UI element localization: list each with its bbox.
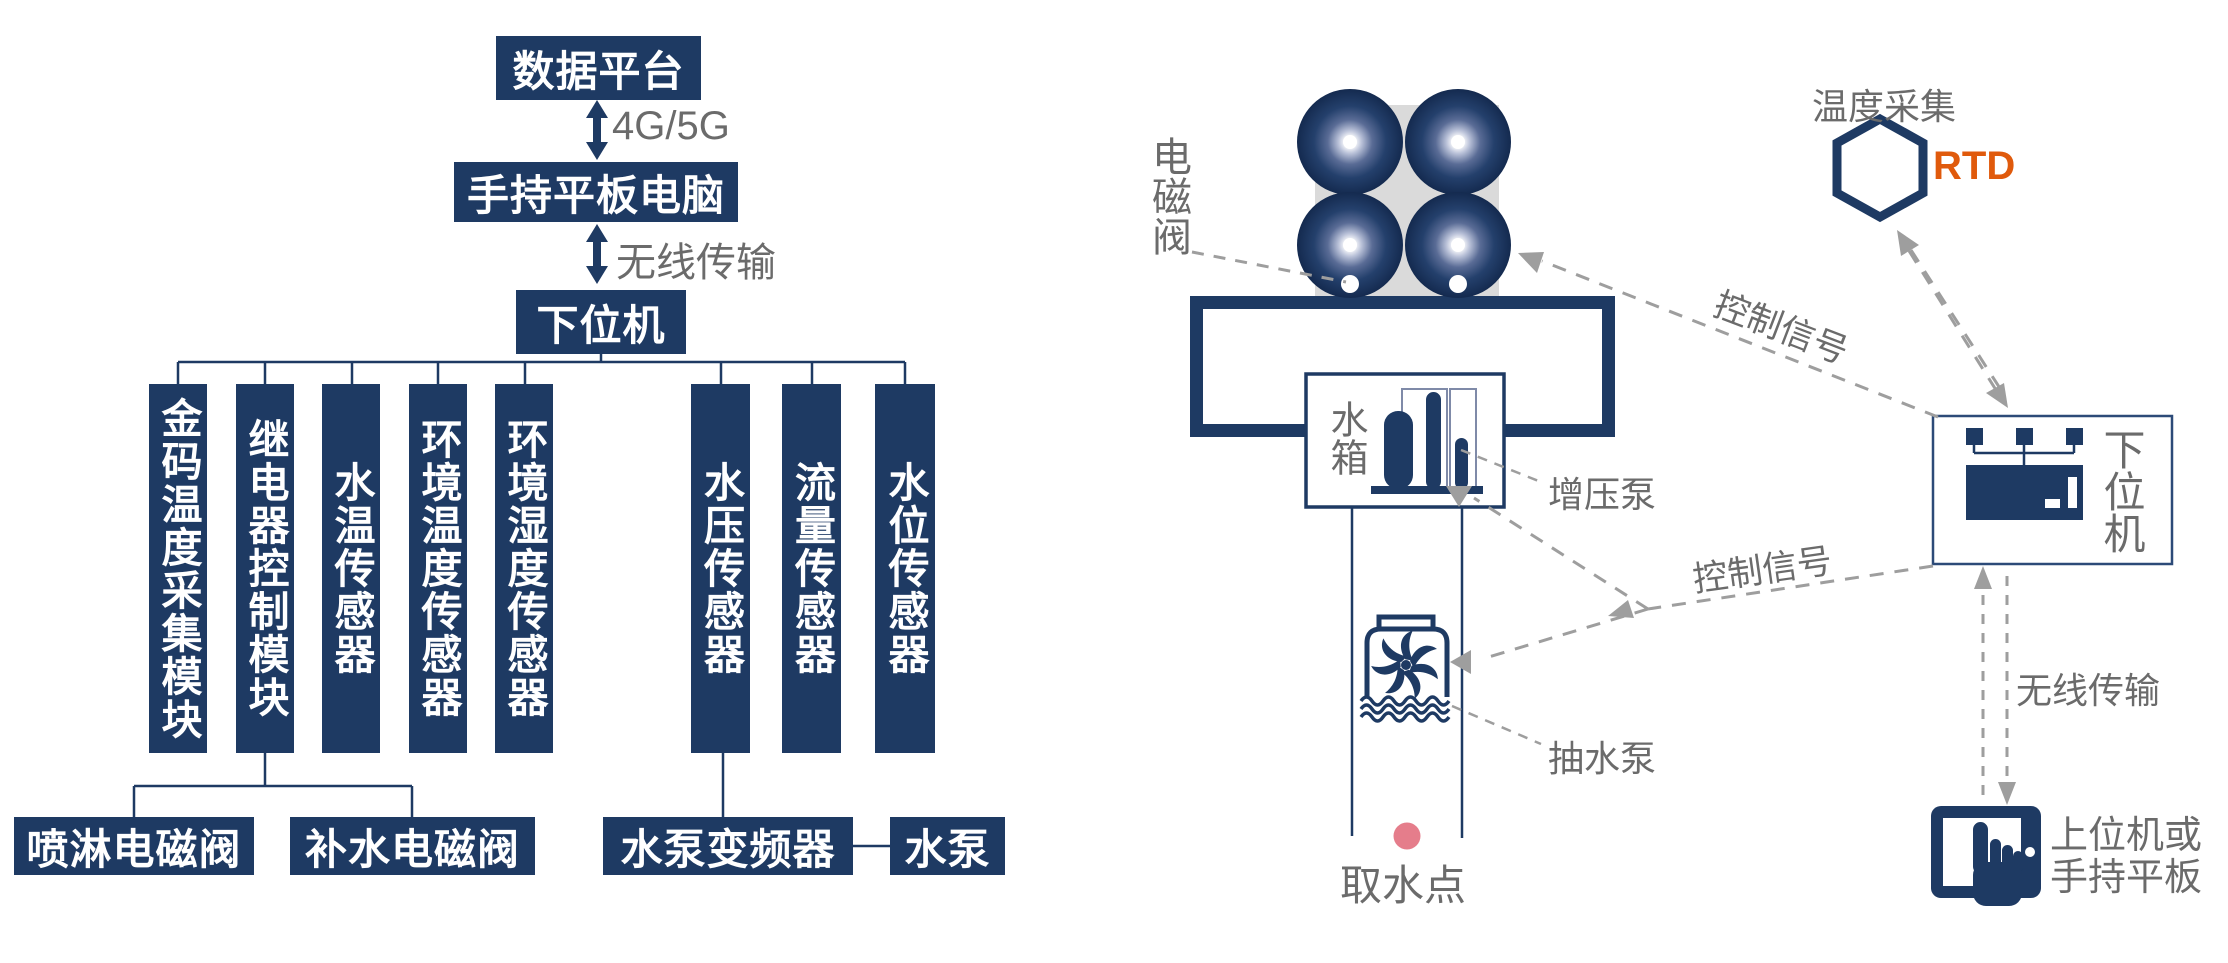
temp-collect-label: 温度采集 (1812, 86, 1957, 127)
arrow-mid-suction (1608, 600, 1634, 618)
rtd-link-line-a (1904, 245, 1998, 391)
arrow-wireless-up (1974, 566, 1992, 589)
handheld-tablet-box: 手持平板电脑 (454, 162, 738, 222)
rtd-label: RTD (1933, 144, 2016, 188)
touch-hand-icon (1973, 822, 2023, 906)
column-box-water-level-sensor: 水位传感器 (875, 384, 935, 753)
host-label-line1: 上位机或 (2050, 815, 2203, 857)
double-arrow-icon (586, 224, 608, 284)
lower-machine-right-label: 下位机 (2098, 428, 2145, 554)
column-box-env-temp-sensor: 环境温度传感器 (409, 384, 467, 753)
plc-icon (1966, 428, 2083, 520)
host-label-line2: 手持平板 (2050, 857, 2203, 899)
impeller-icon (1371, 630, 1438, 699)
arrow-to-plc-top (1986, 383, 2008, 408)
tablet-touch-icon (1931, 806, 2041, 906)
solenoid-valve-icon (1297, 89, 1511, 298)
column-box-flow-sensor: 流量传感器 (782, 384, 841, 753)
arrow-to-suction (1450, 650, 1471, 674)
solenoid-valve-label: 电磁阀 (1146, 136, 1190, 256)
arrow-to-booster (1446, 486, 1472, 507)
suction-pump-icon (1359, 614, 1451, 723)
arrow-to-solenoid (1518, 252, 1544, 273)
suction-branch-line (1481, 607, 1649, 661)
control-signal-top-line (1541, 259, 1939, 419)
water-pump-box: 水泵 (890, 817, 1005, 875)
link-4g5g-label: 4G/5G (612, 104, 730, 148)
intake-point-label: 取水点 (1340, 862, 1467, 909)
refill-solenoid-box: 补水电磁阀 (290, 817, 535, 875)
suction-leader-line (1451, 704, 1542, 746)
rtd-link-line-b (1909, 249, 2005, 394)
booster-branch-line (1473, 496, 1649, 611)
solenoid-leader-line (1191, 250, 1347, 284)
pump-inverter-box: 水泵变频器 (603, 817, 853, 875)
plc-box (1931, 414, 2174, 566)
water-tank-icon (1304, 372, 1506, 509)
lower-machine-box: 下位机 (516, 290, 686, 354)
booster-leader-line (1460, 448, 1542, 484)
data-platform-box: 数据平台 (496, 36, 701, 100)
column-box-water-temp-sensor: 水温传感器 (322, 384, 380, 753)
gray-arrowheads (1446, 230, 2016, 805)
intake-pipes (1350, 507, 1464, 838)
water-tank-label: 水箱 (1324, 400, 1366, 476)
column-box-env-humidity-sensor: 环境湿度传感器 (495, 384, 553, 753)
wireless-right-label: 无线传输 (2016, 670, 2161, 711)
column-box-temp-module: 金码温度采集模块 (149, 384, 207, 753)
double-arrow-icon (586, 100, 608, 160)
intake-point-dot (1393, 822, 1421, 850)
arrow-to-rtd (1897, 230, 1919, 256)
column-box-relay-module: 继电器控制模块 (236, 384, 294, 753)
left-connector-lines (132, 354, 907, 848)
wireless-link-label: 无线传输 (616, 241, 776, 285)
rtd-hexagon-icon (1832, 113, 1928, 223)
booster-pump-label: 增压泵 (1548, 474, 1657, 515)
water-waves-icon (1359, 695, 1451, 723)
suction-pump-label: 抽水泵 (1548, 738, 1657, 779)
dashed-signal-lines (1191, 245, 2009, 800)
arrow-wireless-down (1998, 782, 2016, 805)
column-box-water-pressure-sensor: 水压传感器 (691, 384, 750, 753)
spray-solenoid-box: 喷淋电磁阀 (14, 817, 254, 875)
